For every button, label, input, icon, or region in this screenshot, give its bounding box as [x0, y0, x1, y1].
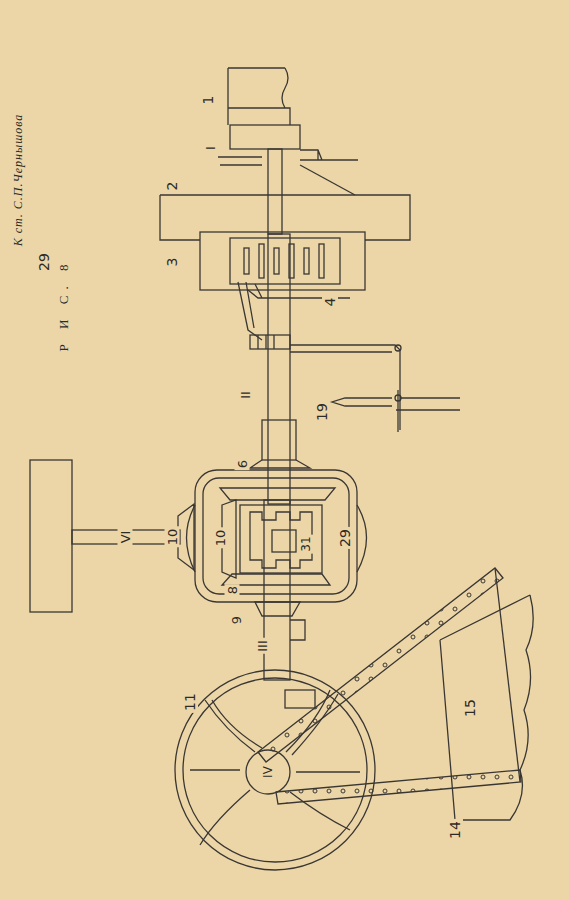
- callout-number: 29: [337, 527, 353, 549]
- callout-number: 19: [314, 401, 330, 423]
- callout-number: 10: [165, 527, 180, 548]
- callout-number: II: [238, 389, 253, 401]
- callout-number: 10: [213, 528, 228, 549]
- callout-number: 31: [299, 534, 313, 553]
- callout-number: 3: [164, 256, 180, 269]
- callout-number: VI: [118, 529, 133, 546]
- callout-number: 8: [225, 584, 240, 596]
- callout-number: 6: [235, 458, 250, 470]
- callout-number: 14: [447, 819, 463, 841]
- callout-number: I: [203, 144, 218, 152]
- callout-number: 9: [229, 614, 244, 626]
- callout-number: 15: [462, 697, 478, 719]
- caption-text: Р И С. 8: [56, 257, 71, 354]
- callout-number: III: [255, 638, 270, 654]
- callout-number: 11: [182, 691, 198, 713]
- callout-number: IV: [261, 764, 275, 780]
- callout-number: 2: [164, 180, 180, 193]
- callout-number: 29: [36, 251, 52, 273]
- callout-number: 4: [322, 296, 338, 309]
- caption-text: К ст. С.П.Чернышова: [11, 112, 25, 249]
- callout-number: 1: [200, 94, 216, 107]
